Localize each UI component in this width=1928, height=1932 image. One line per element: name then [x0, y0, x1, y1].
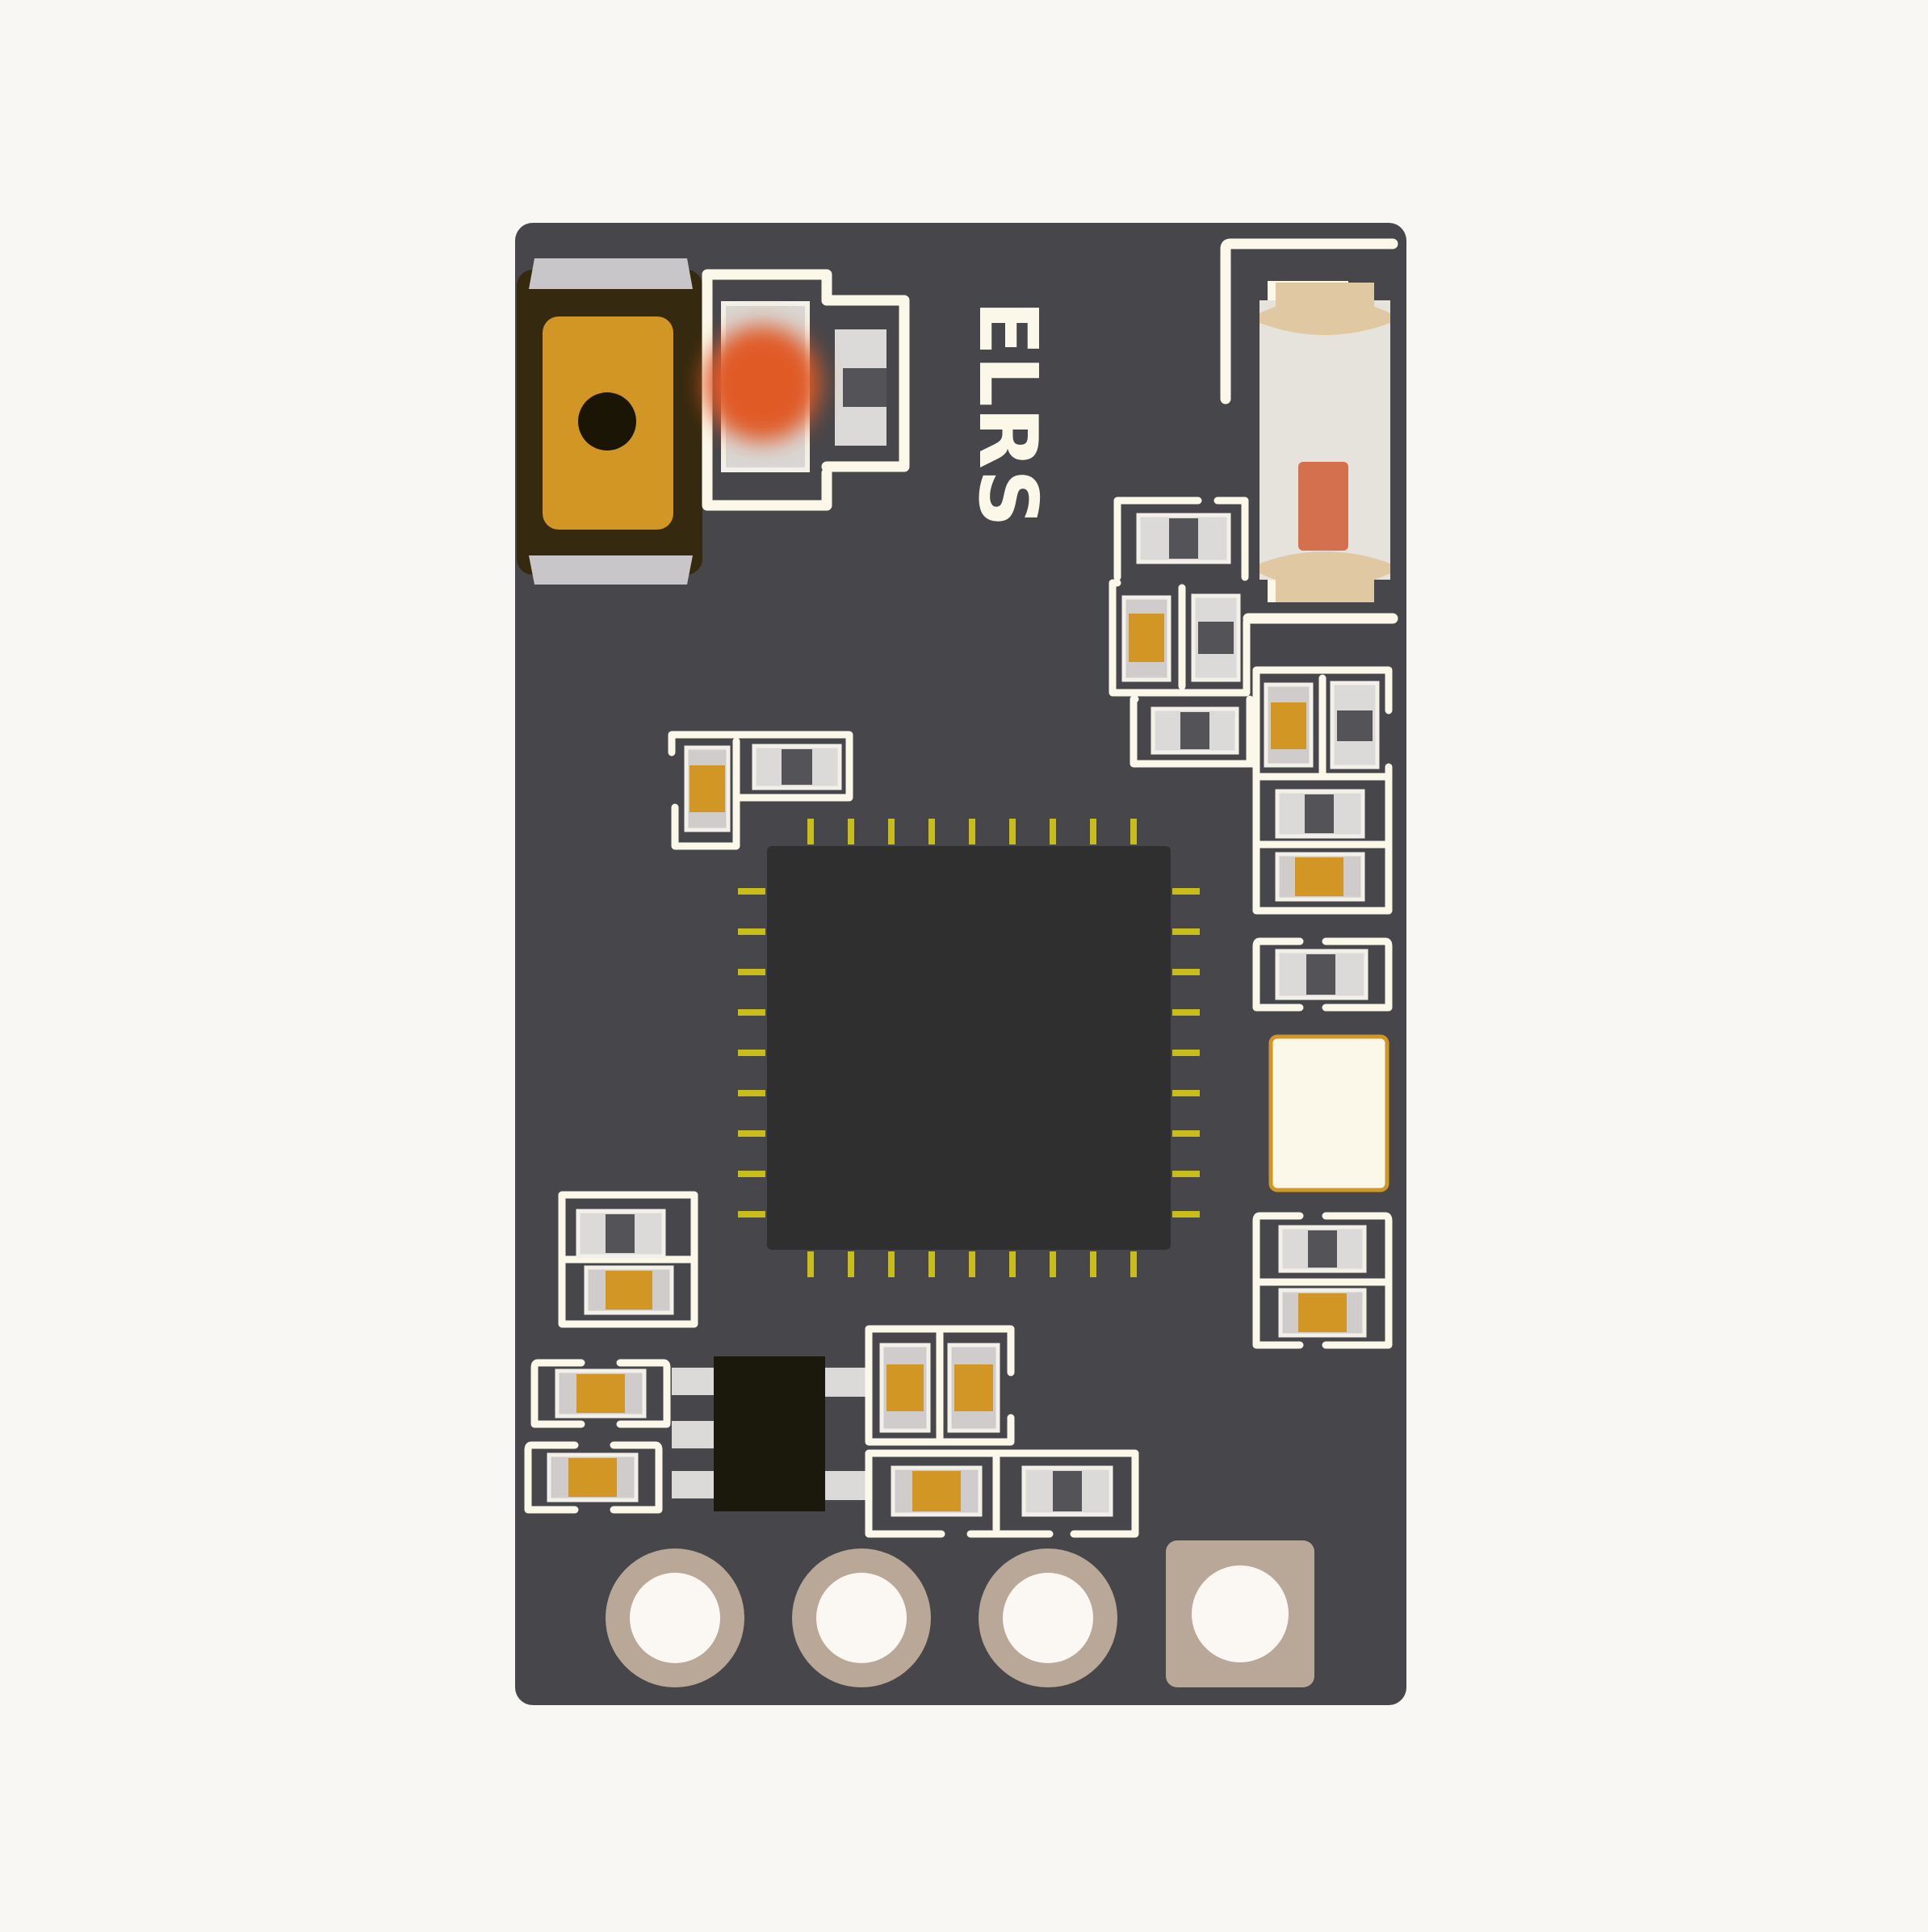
chip-pin-bottom-7: [1090, 1251, 1096, 1277]
voltage-regulator: [672, 1356, 866, 1511]
antenna-center-pin: [1298, 462, 1348, 551]
board-label: ELRS: [961, 300, 1055, 527]
chip-pin-left-5: [738, 1090, 765, 1096]
chip-pin-right-8: [1172, 1211, 1200, 1217]
chip-pin-top-1: [848, 819, 854, 844]
chip-pin-bottom-8: [1130, 1251, 1137, 1277]
antenna-connector[interactable]: [1220, 238, 1398, 624]
chip-pin-right-0: [1172, 888, 1200, 895]
chip-pin-bottom-1: [848, 1251, 854, 1277]
chip-pin-top-5: [1009, 819, 1016, 844]
chip-pin-bottom-5: [1009, 1251, 1016, 1277]
chip-pin-top-4: [969, 819, 975, 844]
regulator-passives: [865, 1325, 1139, 1538]
chip-pin-bottom-0: [807, 1251, 814, 1277]
antenna-matching-network: [1109, 497, 1257, 768]
chip-pin-top-7: [1090, 819, 1096, 844]
boot-button[interactable]: [517, 258, 702, 585]
led-resistor-body: [843, 368, 886, 407]
chip-pin-left-1: [738, 928, 765, 935]
chip-pin-right-4: [1172, 1050, 1200, 1056]
chip-pin-top-0: [807, 819, 814, 844]
mcu-chip: [738, 819, 1200, 1277]
chip-pin-top-3: [928, 819, 935, 844]
chip-pin-right-3: [1172, 1009, 1200, 1016]
chip-pin-left-8: [738, 1211, 765, 1217]
through-hole-pad-icon: [1192, 1565, 1289, 1662]
chip-pin-right-5: [1172, 1090, 1200, 1096]
chip-pin-top-8: [1130, 819, 1137, 844]
chip-pin-right-7: [1172, 1171, 1200, 1177]
chip-pins: [738, 819, 1200, 1277]
right-passive-column: [1252, 666, 1393, 1349]
chip-pin-top-6: [1050, 819, 1056, 844]
chip-pin-right-6: [1172, 1130, 1200, 1137]
qfn-chip-icon: [767, 846, 1171, 1250]
sot-regulator-icon: [714, 1356, 825, 1511]
chip-pin-bottom-3: [928, 1251, 935, 1277]
chip-pin-bottom-2: [888, 1251, 895, 1277]
chip-pin-left-2: [738, 969, 765, 975]
lower-left-passives: [524, 1191, 698, 1514]
chip-pin-right-1: [1172, 928, 1200, 935]
chip-pin-right-2: [1172, 969, 1200, 975]
mcu-decoupling: [668, 731, 853, 850]
chip-pin-bottom-6: [1050, 1251, 1056, 1277]
button-actuator: [578, 392, 636, 451]
chip-pin-left-3: [738, 1009, 765, 1016]
led-icon: [704, 325, 820, 442]
chip-pin-left-6: [738, 1130, 765, 1137]
chip-pin-top-2: [888, 819, 895, 844]
chip-pin-bottom-4: [969, 1251, 975, 1277]
status-led: [702, 269, 910, 511]
chip-pin-left-0: [738, 888, 765, 895]
crystal-oscillator: [1268, 1034, 1389, 1192]
button-top-pad: [529, 258, 693, 289]
button-bottom-pad: [529, 555, 693, 585]
chip-pin-left-7: [738, 1171, 765, 1177]
through-hole-pads[interactable]: [606, 1540, 1314, 1687]
chip-pin-left-4: [738, 1050, 765, 1056]
